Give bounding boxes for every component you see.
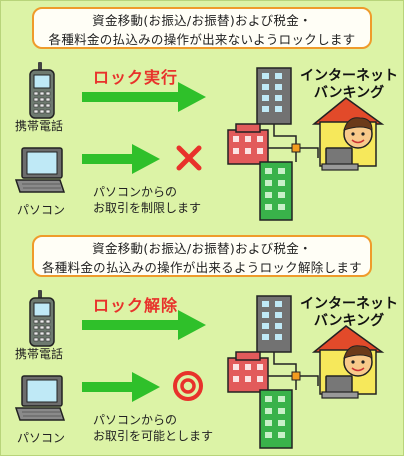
mobile-phone-icon	[29, 290, 55, 347]
unlock-action-label: ロック解除	[93, 296, 179, 315]
banking-line-1: インターネット	[300, 68, 398, 84]
cross-icon	[176, 145, 202, 171]
pc-arrow	[82, 372, 160, 402]
lock-description-banner: 資金移動(お振込/お振替)および税金・ 各種料金の払込みの操作が出来ないようロッ…	[32, 7, 372, 49]
banking-line-1: インターネット	[300, 296, 398, 312]
pc-label: パソコン	[17, 431, 66, 445]
pc-note-line-2: お取引を制限します	[93, 201, 202, 215]
internet-banking-label: インターネット バンキング	[300, 68, 398, 102]
pc-note-line-2: お取引を可能とします	[93, 429, 214, 443]
banner-line-1: 資金移動(お振込/お振替)および税金・	[92, 241, 312, 256]
banking-line-2: バンキング	[313, 85, 385, 101]
lock-action-label: ロック実行	[93, 68, 179, 87]
double-circle-icon	[173, 371, 203, 401]
internet-banking-label: インターネット バンキング	[300, 296, 398, 330]
phone-label: 携帯電話	[15, 347, 64, 361]
lock-section: 資金移動(お振込/お振替)および税金・ 各種料金の払込みの操作が出来ないようロッ…	[14, 7, 398, 221]
banking-line-2: バンキング	[313, 313, 385, 329]
unlock-section: 資金移動(お振込/お振替)および税金・ 各種料金の払込みの操作が出来るようロック…	[0, 228, 404, 456]
internet-banking-illustration	[227, 67, 385, 221]
banner-line-1: 資金移動(お振込/お振替)および税金・	[92, 13, 312, 28]
computer-icon	[14, 375, 66, 421]
pc-arrow	[82, 144, 160, 174]
pc-note: パソコンからの お取引を可能とします	[93, 412, 213, 444]
pc-note: パソコンからの お取引を制限します	[93, 184, 201, 216]
internet-banking-illustration	[227, 295, 385, 449]
phone-label: 携帯電話	[15, 119, 64, 133]
computer-icon	[14, 147, 66, 193]
pc-label: パソコン	[17, 203, 66, 217]
pc-note-line-1: パソコンからの	[93, 413, 178, 427]
banner-line-2: 各種料金の払込みの操作が出来るようロック解除します	[41, 260, 362, 275]
phone-arrow	[82, 82, 206, 112]
mobile-phone-icon	[29, 62, 55, 119]
pc-note-line-1: パソコンからの	[93, 185, 178, 199]
unlock-description-banner: 資金移動(お振込/お振替)および税金・ 各種料金の払込みの操作が出来るようロック…	[32, 235, 372, 277]
banner-line-2: 各種料金の払込みの操作が出来ないようロックします	[48, 32, 356, 47]
phone-arrow	[82, 310, 206, 340]
